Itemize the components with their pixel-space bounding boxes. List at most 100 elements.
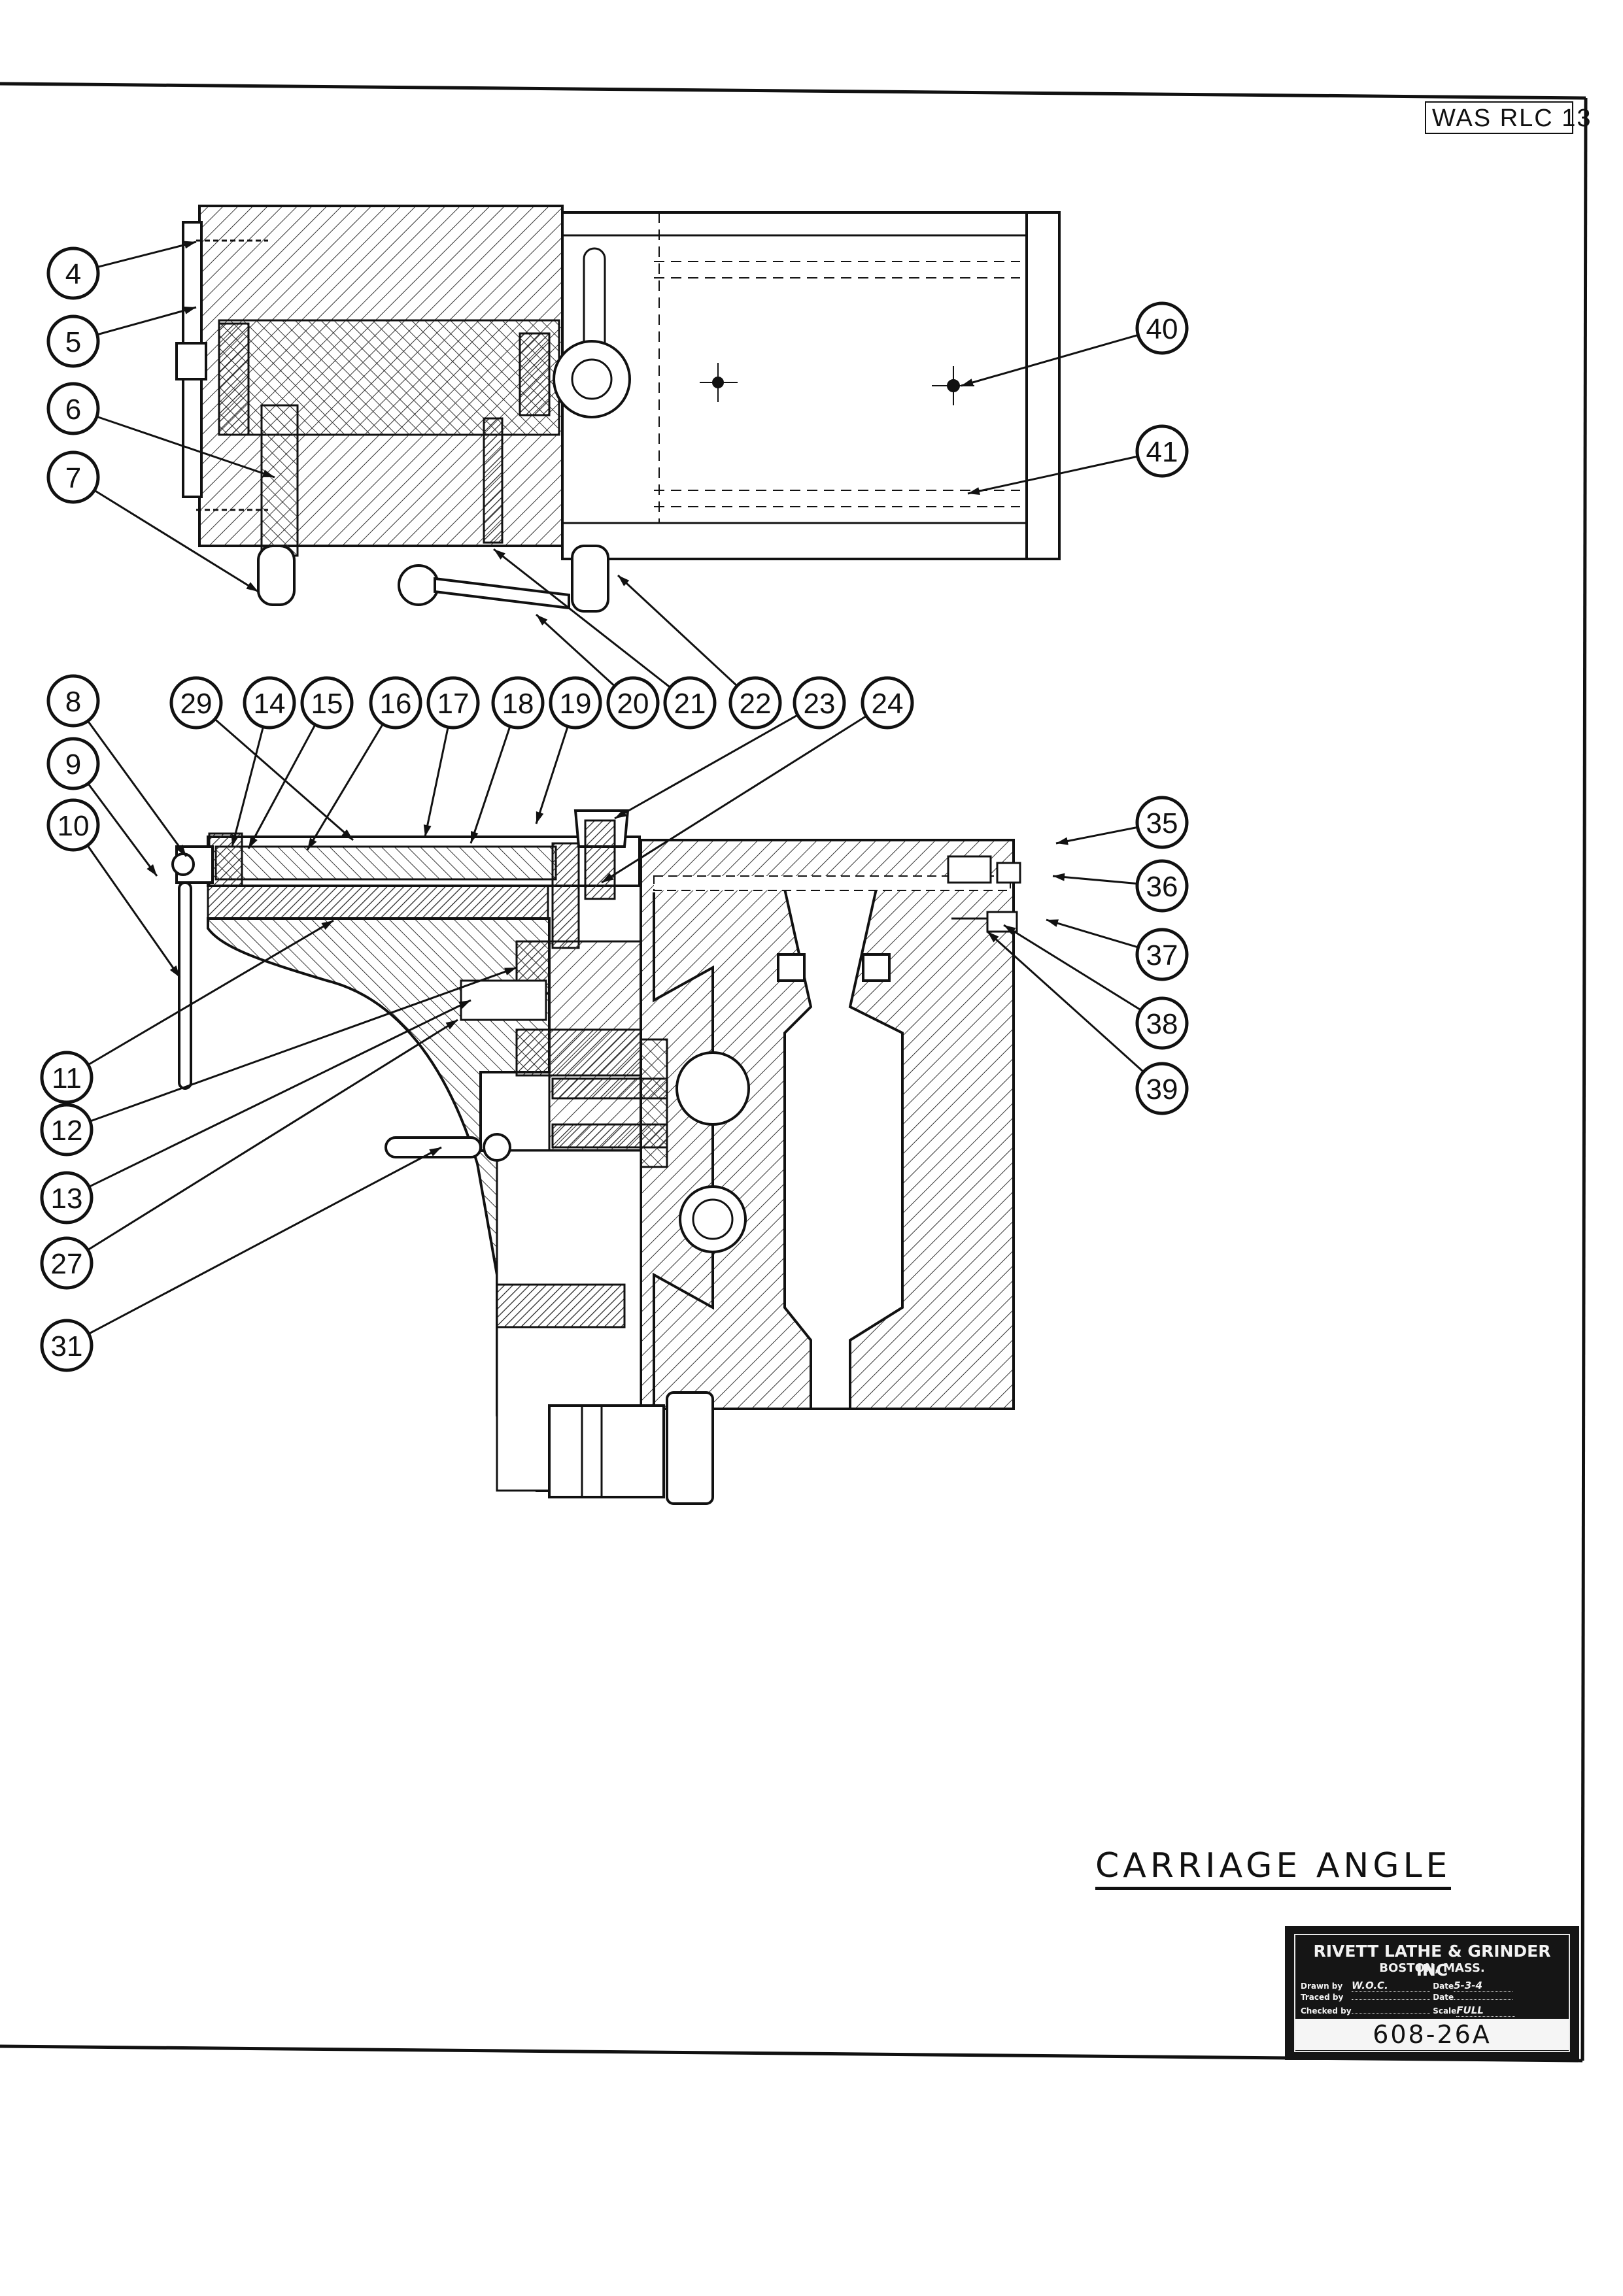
- callout-number-11: 11: [52, 1062, 82, 1094]
- callout-number-38: 38: [1146, 1008, 1178, 1040]
- scale-label: Scale: [1433, 2006, 1457, 2016]
- traced-date-value: [1454, 1999, 1513, 2000]
- callout-balloon-35: [1135, 796, 1189, 849]
- callout-balloon-4: [46, 246, 100, 300]
- callout-balloon-29: [169, 676, 223, 730]
- callout-number-29: 29: [180, 688, 213, 720]
- callout-number-41: 41: [1146, 436, 1178, 468]
- leader-arrow-5: [184, 307, 196, 314]
- leader-line-36: [1052, 875, 1138, 885]
- leader-arrow-39: [987, 932, 999, 943]
- callout-number-7: 7: [65, 462, 81, 494]
- leader-arrow-20: [536, 615, 548, 626]
- section-view: [171, 809, 1021, 1505]
- callout-number-31: 31: [51, 1330, 83, 1362]
- checked-value: [1352, 2013, 1430, 2014]
- drawing-reference: WAS RLC 13: [1432, 105, 1592, 132]
- callout-balloon-10: [46, 798, 100, 852]
- leader-arrow-7: [246, 582, 258, 592]
- callout-balloon-14: [243, 676, 296, 730]
- leader-line-6: [96, 415, 275, 479]
- leader-line-10: [86, 845, 181, 978]
- callout-number-12: 12: [51, 1115, 83, 1147]
- title-block: RIVETT LATHE & GRINDER INC BOSTON, MASS.…: [1285, 1926, 1579, 2060]
- callout-number-15: 15: [311, 688, 343, 720]
- callout-balloon-9: [46, 737, 100, 790]
- leader-line-17: [424, 726, 449, 837]
- callout-balloon-31: [40, 1319, 94, 1372]
- leader-arrow-17: [423, 824, 432, 837]
- checked-row: Checked by ScaleFULL: [1301, 2004, 1563, 2017]
- callout-balloon-6: [46, 382, 100, 435]
- leader-arrow-4: [184, 241, 196, 249]
- leader-line-13: [88, 999, 471, 1188]
- callout-number-23: 23: [804, 688, 836, 720]
- leader-line-5: [97, 306, 197, 336]
- callout-balloon-5: [46, 314, 100, 368]
- leader-arrow-14: [231, 834, 239, 847]
- traced-label: Traced by: [1301, 1993, 1344, 2002]
- callout-number-35: 35: [1146, 807, 1178, 839]
- leader-line-22: [617, 574, 738, 687]
- drawn-value: W.O.C.: [1352, 1980, 1430, 1992]
- callout-balloon-27: [40, 1236, 94, 1290]
- leader-arrow-9: [146, 864, 157, 876]
- leader-arrow-31: [429, 1147, 441, 1156]
- leader-arrow-40: [961, 379, 974, 386]
- leader-line-24: [601, 715, 867, 884]
- callout-number-20: 20: [617, 688, 649, 720]
- leader-arrow-27: [445, 1020, 458, 1030]
- leader-line-35: [1055, 826, 1138, 845]
- callout-number-27: 27: [51, 1248, 83, 1280]
- callout-number-5: 5: [65, 326, 81, 358]
- leader-arrow-6: [262, 469, 275, 477]
- top-view: [175, 205, 1061, 613]
- leader-line-29: [214, 718, 354, 841]
- leader-line-21: [493, 548, 672, 688]
- date-label: Date: [1433, 1982, 1454, 1991]
- callout-balloon-18: [491, 676, 545, 730]
- leader-line-16: [306, 723, 384, 851]
- callout-number-37: 37: [1146, 939, 1178, 971]
- callout-balloon-15: [300, 676, 354, 730]
- leader-line-11: [87, 919, 334, 1066]
- leader-line-27: [87, 1019, 458, 1251]
- drawing-number: 608-26A: [1295, 2019, 1569, 2050]
- leader-line-31: [88, 1146, 442, 1335]
- leader-line-14: [231, 726, 264, 847]
- traced-value: [1352, 1999, 1430, 2000]
- leader-arrow-10: [169, 965, 180, 977]
- leader-arrow-38: [1004, 925, 1016, 935]
- leader-line-7: [94, 489, 259, 593]
- callout-number-22: 22: [740, 688, 772, 720]
- checked-label: Checked by: [1301, 2006, 1352, 2016]
- callout-number-21: 21: [674, 688, 706, 720]
- callout-number-10: 10: [58, 810, 90, 842]
- leader-arrow-13: [458, 1000, 471, 1009]
- callout-balloon-24: [861, 676, 914, 730]
- leader-arrow-37: [1046, 919, 1059, 927]
- callout-balloon-38: [1135, 996, 1189, 1050]
- leader-arrow-11: [321, 920, 333, 930]
- callout-balloon-12: [40, 1103, 94, 1156]
- leader-arrow-16: [307, 837, 317, 850]
- company-name: RIVETT LATHE & GRINDER INC: [1313, 1942, 1551, 1980]
- callout-balloon-21: [663, 676, 717, 730]
- leader-arrow-35: [1056, 837, 1068, 845]
- leader-arrow-29: [341, 829, 353, 840]
- callout-balloon-39: [1135, 1062, 1189, 1115]
- callout-balloon-20: [606, 676, 660, 730]
- leader-line-37: [1046, 919, 1139, 949]
- leader-arrow-36: [1053, 873, 1065, 881]
- leader-line-4: [97, 241, 197, 269]
- callout-balloon-41: [1135, 424, 1189, 478]
- leader-arrow-19: [536, 811, 544, 824]
- leader-line-38: [1003, 924, 1142, 1011]
- callout-number-4: 4: [65, 258, 81, 290]
- leader-line-20: [535, 613, 615, 687]
- leader-arrow-12: [504, 968, 517, 975]
